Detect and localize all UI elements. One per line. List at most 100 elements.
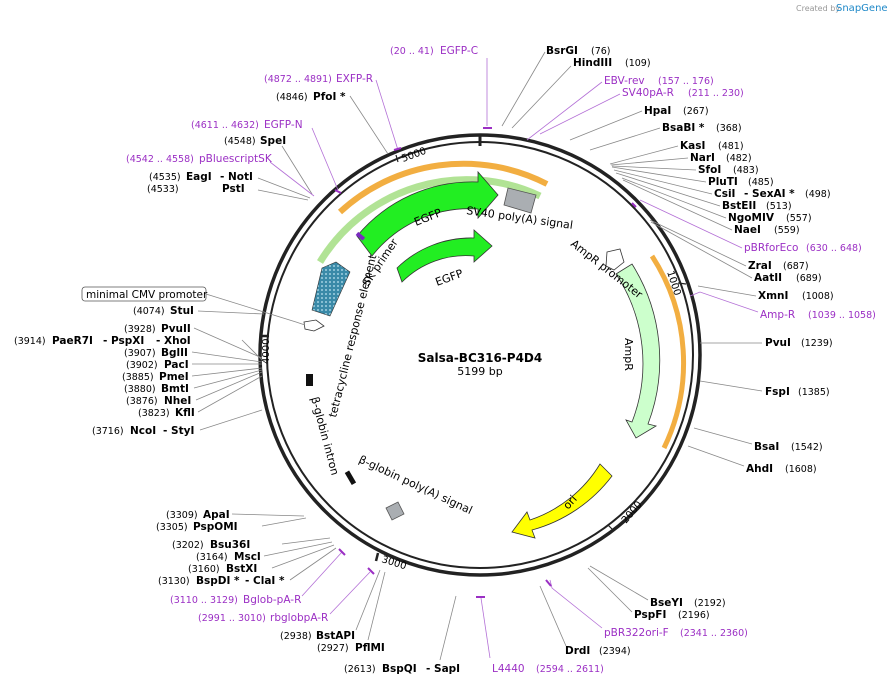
tick-1000-mark [677, 282, 687, 285]
label-paer7i: PaeR7I [52, 335, 93, 347]
label-ahdi: AhdI [746, 463, 773, 475]
pos-pmei: (3885) [122, 372, 154, 383]
pos-egfp-n: (4611 .. 4632) [191, 120, 259, 131]
leader-bglob-pa-r [301, 551, 343, 597]
pos-bstapi: (2938) [280, 631, 312, 642]
pos-bglii: (3907) [124, 348, 156, 359]
ampr-promoter-arrow[interactable] [605, 248, 625, 271]
backbone-outer-ring [258, 133, 702, 577]
label-drdi: DrdI [565, 645, 590, 657]
pos-pluti: (485) [748, 177, 774, 188]
ampr-arrow[interactable] [615, 263, 661, 439]
mark-pbrforeco [631, 202, 637, 208]
label-stui: StuI [170, 305, 194, 317]
pos-ncoi: (3716) [92, 426, 124, 437]
label-pfoi: PfoI * [313, 91, 346, 103]
label-pflmi: PflMI [355, 642, 385, 654]
pos-zrai: (687) [783, 261, 809, 272]
pos-l4440: (2594 .. 2611) [536, 664, 604, 675]
site-cluster-3130 [231, 513, 337, 581]
site-cluster-4533 [257, 145, 313, 201]
label-bmti: BmtI [161, 383, 189, 395]
label-min-cmv: minimal CMV promoter [86, 289, 208, 301]
leader-bsrgi [501, 51, 546, 127]
snapgene-logo: SnapGene [836, 3, 888, 14]
label-sv40pa-r: SV40pA-R [622, 87, 674, 99]
label-bglii: BglII [161, 347, 188, 359]
label-egfp-2: EGFP [434, 267, 466, 289]
leader-aatii [650, 221, 753, 279]
label-bspqi: BspQI [382, 663, 417, 675]
label-clai: - ClaI * [245, 575, 285, 587]
bglobin-polya-block[interactable] [385, 501, 405, 521]
site-cluster-481 [609, 145, 733, 231]
label-bstxi: BstXI [226, 563, 257, 575]
label-exfp-r: EXFP-R [336, 73, 373, 85]
sv40-polya-block[interactable] [503, 187, 537, 214]
mark-bglob-pa-r [338, 548, 346, 556]
pos-bsrgi: (76) [591, 46, 611, 57]
pos-pbr322ori-f: (2341 .. 2360) [680, 628, 748, 639]
pos-pvuii: (3928) [124, 324, 156, 335]
primer-bar-ampr [649, 254, 687, 450]
label-l4440: L4440 [492, 663, 525, 675]
label-aatii: AatII [754, 272, 782, 284]
label-pvuii: PvuII [161, 323, 191, 335]
leader-fspi [699, 380, 763, 392]
label-ebv-rev: EBV-rev [604, 75, 645, 87]
label-kfli: KflI [175, 407, 195, 419]
pos-bmti: (3880) [124, 384, 156, 395]
label-bglobin-polya: β-globin poly(A) signal [357, 453, 475, 517]
pos-stui: (4074) [133, 306, 165, 317]
label-ncoi: NcoI [130, 425, 156, 437]
label-pmei: PmeI [159, 371, 189, 383]
pos-pflmi: (2927) [317, 643, 349, 654]
pos-nhei: (3876) [126, 396, 158, 407]
leader-drdi [539, 585, 567, 647]
pos-bsai: (1542) [791, 442, 823, 453]
pos-sv40pa-r: (211 .. 230) [688, 88, 744, 99]
label-pbr322ori-f: pBR322ori-F [604, 627, 669, 639]
leader-rbglobpa-r [329, 571, 371, 615]
label-bglob-pa-r: Bglob-pA-R [243, 594, 301, 606]
mark-rbglobpa-r [367, 567, 375, 575]
pos-naei: (559) [774, 225, 800, 236]
label-sapi: - SapI [426, 663, 460, 675]
label-fspi: FspI [765, 386, 790, 398]
label-pluti: PluTI [708, 176, 738, 188]
leader-pbr322ori-f [549, 579, 603, 629]
bglobin-intron-block-2[interactable] [344, 470, 357, 486]
pos-kfli: (3823) [138, 408, 170, 419]
label-xhoi: - XhoI [156, 335, 191, 347]
leader-bsabi [589, 127, 661, 151]
leader-bsai [693, 427, 753, 445]
label-egfp-n: EGFP-N [264, 119, 303, 131]
pos-spei: (4548) [224, 136, 256, 147]
mark-exfp-r [393, 147, 402, 151]
label-bsrgi: BsrGI [546, 45, 578, 57]
tre-block[interactable] [311, 261, 351, 317]
leader-sv40pa-r [539, 93, 621, 135]
leader-ncoi [199, 409, 263, 431]
label-apai: ApaI [203, 509, 230, 521]
pos-bsu36i: (3202) [172, 540, 204, 551]
label-ngomiv: NgoMIV [728, 212, 775, 224]
label-styi: - StyI [163, 425, 194, 437]
egfp-outer-arrow[interactable] [356, 170, 499, 257]
pos-paci: (3902) [126, 360, 158, 371]
pos-pbluescriptsk: (4542 .. 4558) [126, 154, 194, 165]
pos-bsteii: (513) [766, 201, 792, 212]
leader-xmni [697, 285, 757, 297]
ori-arrow[interactable] [511, 463, 613, 539]
pos-bseyi: (2192) [694, 598, 726, 609]
pos-kasi: (481) [718, 141, 744, 152]
label-zrai: ZraI [748, 260, 772, 272]
pos-xmni: (1008) [802, 291, 834, 302]
label-kasi: KasI [680, 140, 705, 152]
label-csii: CsiI [714, 188, 735, 200]
min-cmv-arrow[interactable] [303, 319, 325, 332]
bglobin-intron-block[interactable] [306, 374, 313, 386]
leader-bspqi [439, 595, 457, 661]
egfp-inner-arrow[interactable] [396, 229, 493, 283]
leader-exfp-r [375, 79, 399, 151]
